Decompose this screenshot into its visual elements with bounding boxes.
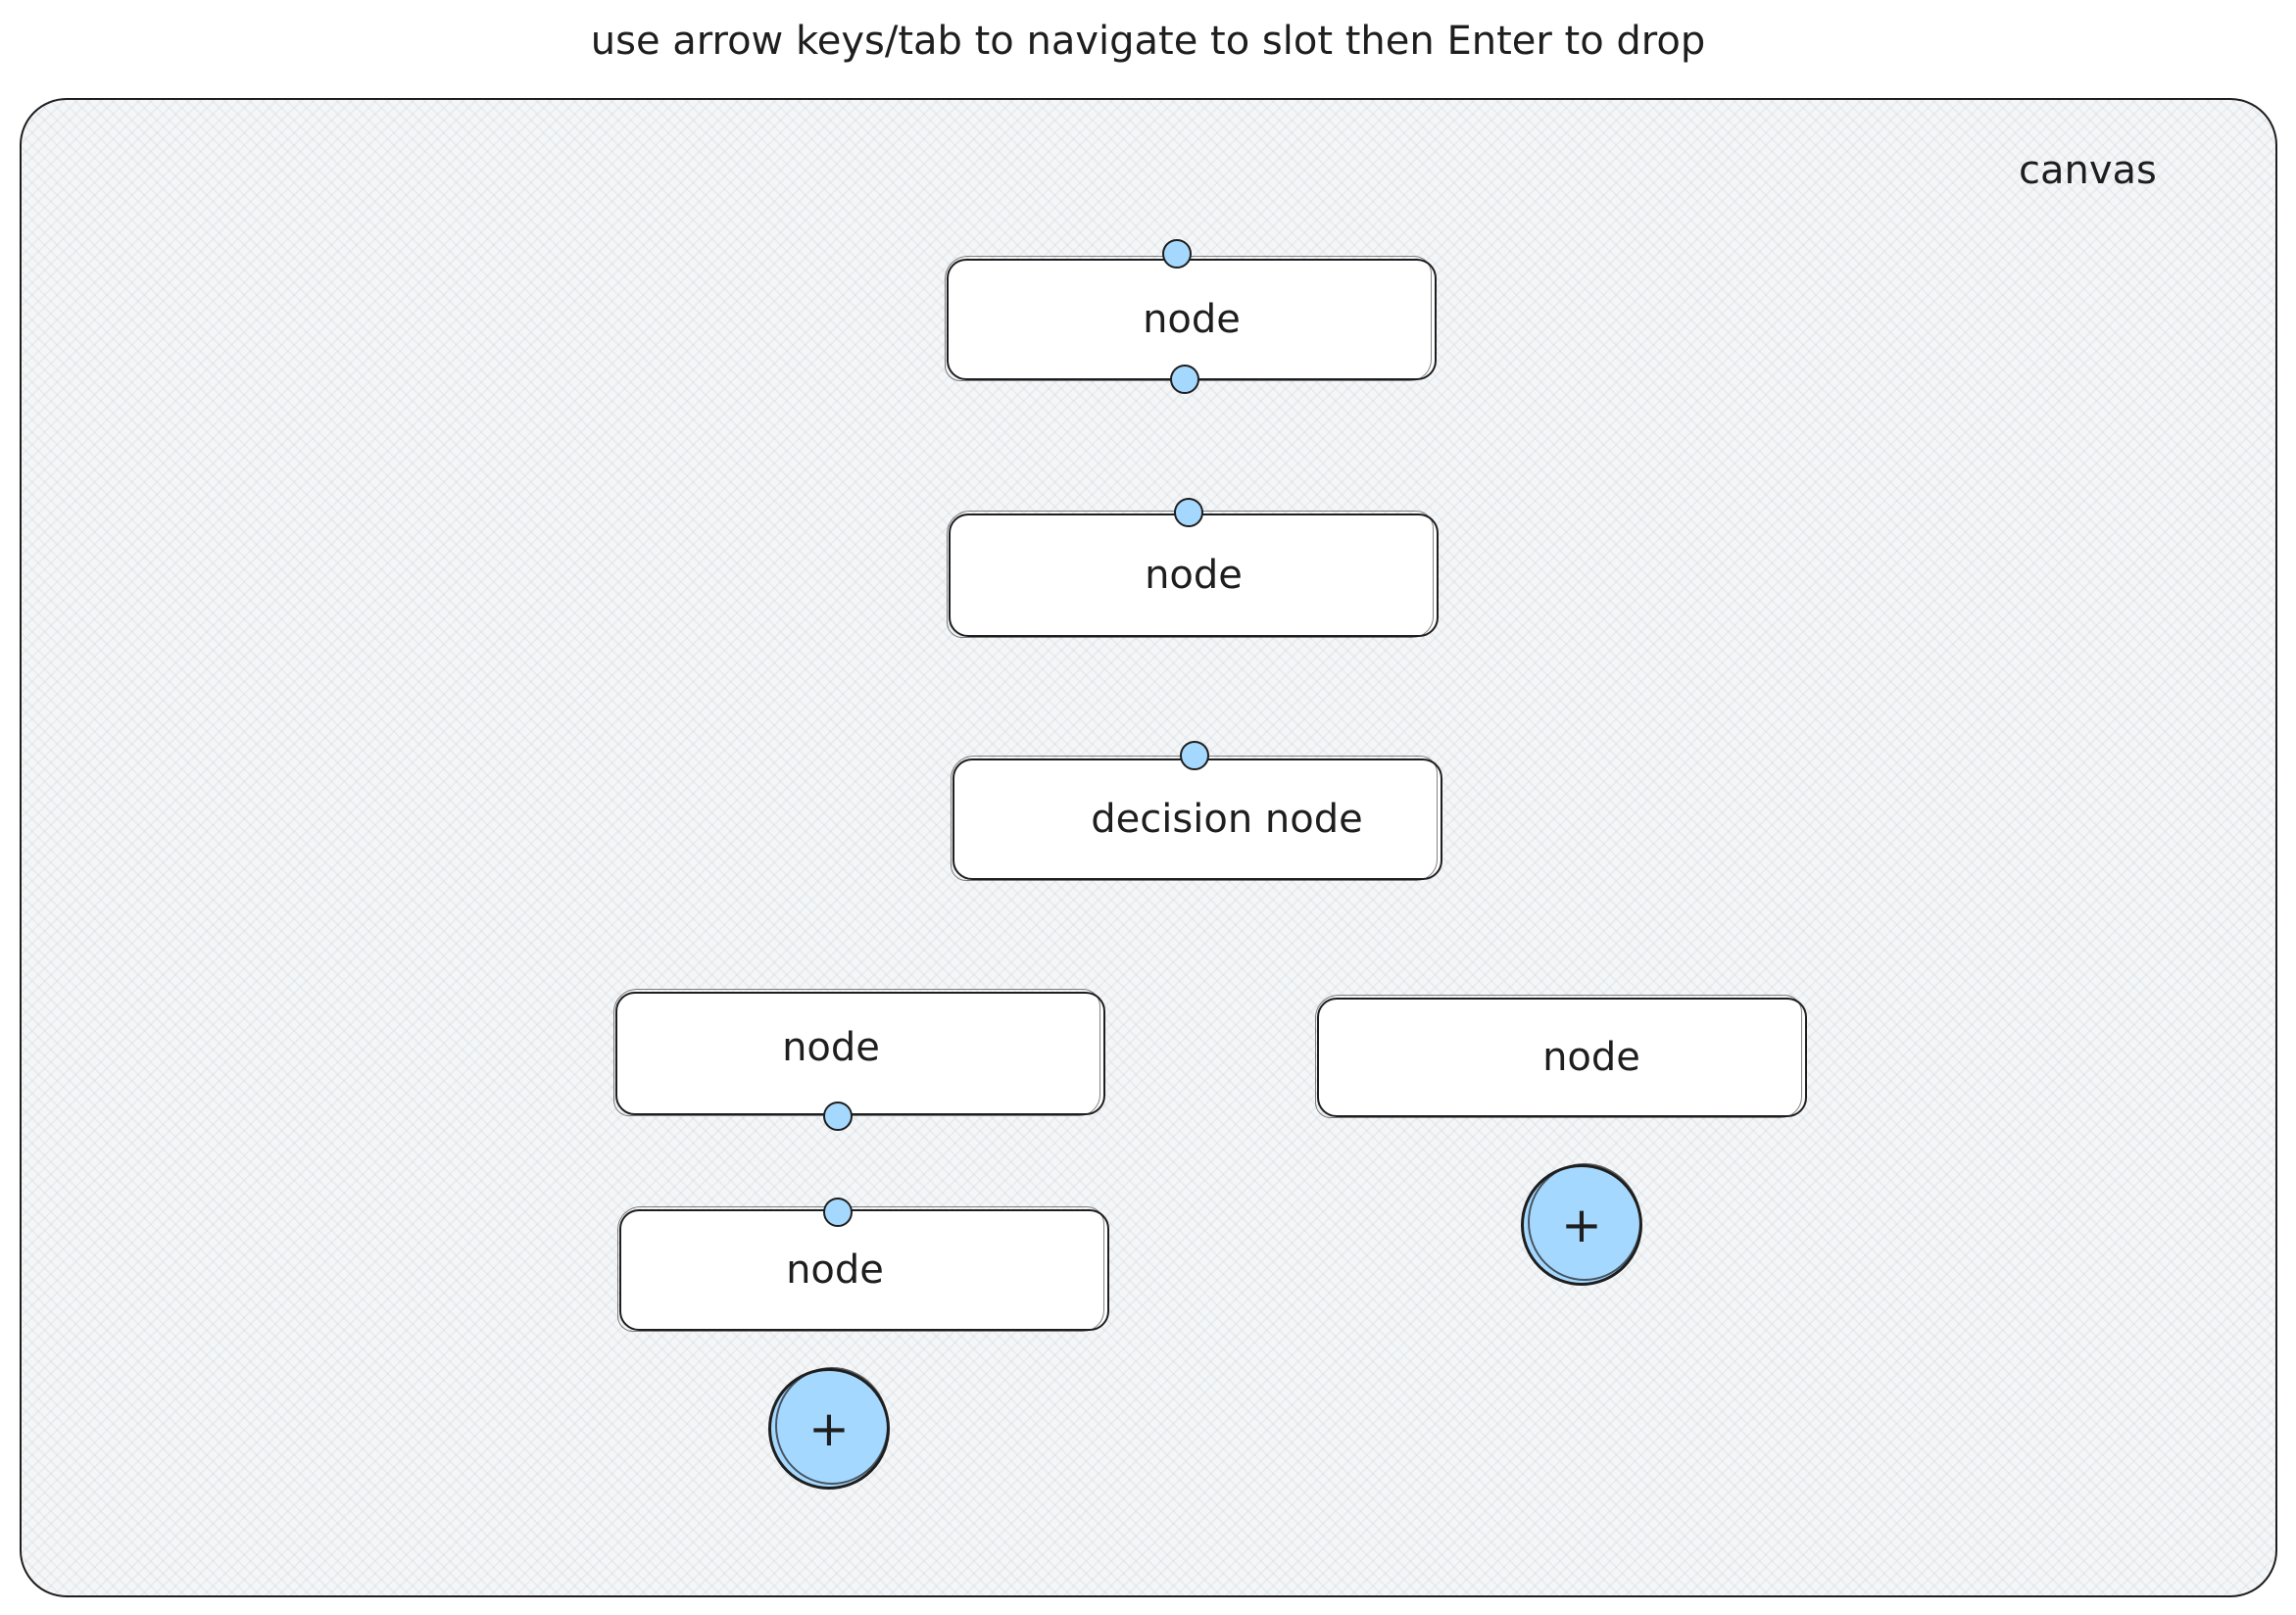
plus-icon: + [1561,1197,1602,1253]
node-label: node [1143,297,1241,342]
node-2-top-handle[interactable] [1174,498,1203,527]
add-slot-right-button[interactable]: + [1521,1163,1642,1286]
node-label: node [782,1025,880,1070]
node-label: node [786,1248,884,1293]
node-2[interactable]: node [947,511,1439,638]
canvas-label: canvas [2019,148,2157,193]
add-slot-left-button[interactable]: + [768,1367,890,1490]
decision-node[interactable]: decision node [951,756,1442,881]
node-label: node [1542,1035,1640,1080]
node-1-top-handle[interactable] [1162,239,1192,269]
node-left-child-top-handle[interactable] [823,1198,853,1227]
node-1-bottom-handle[interactable] [1170,365,1199,394]
node-1[interactable]: node [945,256,1437,381]
node-left-child[interactable]: node [617,1206,1109,1332]
node-right-branch[interactable]: node [1315,995,1807,1118]
decision-node-top-handle[interactable] [1180,741,1209,770]
node-label: decision node [1091,797,1363,842]
plus-icon: + [808,1400,850,1457]
node-left-branch-bottom-handle[interactable] [823,1101,853,1131]
node-label: node [1145,553,1243,598]
node-left-branch[interactable]: node [613,989,1105,1116]
instruction-text: use arrow keys/tab to navigate to slot t… [590,19,1706,64]
